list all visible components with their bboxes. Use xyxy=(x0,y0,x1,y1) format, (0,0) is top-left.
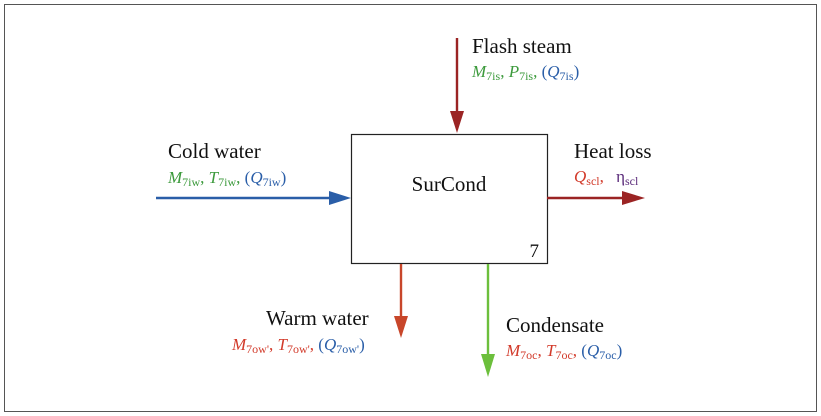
flash-steam-arrow xyxy=(450,38,464,133)
heat-loss-arrow xyxy=(547,191,645,205)
surcond-name: SurCond xyxy=(412,172,487,196)
cold-water-vars: M7iw, T7iw, (Q7iw) xyxy=(167,168,286,189)
warm-water-arrow xyxy=(394,264,408,338)
surcond-block: SurCond 7 xyxy=(350,133,549,265)
condensate-vars: M7oc, T7oc, (Q7oc) xyxy=(505,341,622,362)
condensate-label: Condensate xyxy=(506,313,604,337)
cold-water-label: Cold water xyxy=(168,139,261,163)
outer-frame xyxy=(4,4,817,412)
cold-water-arrow xyxy=(156,191,351,205)
heat-loss-label: Heat loss xyxy=(574,139,652,163)
surcond-number: 7 xyxy=(530,241,540,262)
warm-water-vars: M7ow', T7ow', (Q7ow') xyxy=(231,335,365,356)
heat-loss-vars: Qscl, ηscl xyxy=(574,167,639,188)
flash-steam-vars: M7is, P7is, (Q7is) xyxy=(471,62,579,83)
condensate-arrow xyxy=(481,264,495,377)
warm-water-label: Warm water xyxy=(266,306,369,330)
flash-steam-label: Flash steam xyxy=(472,34,572,58)
surcond-box xyxy=(350,133,549,265)
